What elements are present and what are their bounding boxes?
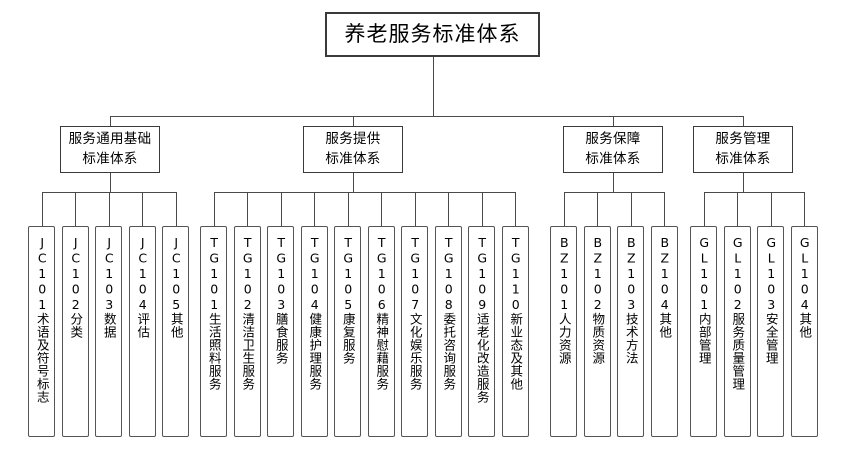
leaf-node-label: GL104其他 — [797, 235, 813, 339]
leaf-node-label: TG106精神慰藉服务 — [374, 235, 390, 391]
leaf-node-label: TG104健康护理服务 — [307, 235, 323, 391]
leaf-node-gl104[interactable]: GL104其他 — [790, 226, 818, 437]
leaf-node-gl101[interactable]: GL101内部管理 — [690, 226, 717, 437]
leaf-node-label: JC105其他 — [168, 235, 184, 339]
leaf-stem-bz102 — [597, 192, 598, 226]
leaf-node-tg106[interactable]: TG106精神慰藉服务 — [367, 226, 395, 437]
leaf-stem-tg107 — [414, 192, 416, 226]
leaf-node-label: GL103安全管理 — [763, 235, 779, 365]
branch-node-tg[interactable]: 服务提供标准体系 — [303, 126, 403, 173]
leaf-node-label: JC101术语及符号标志 — [34, 235, 50, 404]
leaf-stem-jc104 — [142, 192, 143, 226]
leaf-stem-tg103 — [280, 192, 282, 226]
leaf-stem-tg104 — [314, 192, 315, 226]
branch-node-label-line1: 服务提供 — [325, 130, 381, 147]
leaf-stem-tg108 — [448, 192, 449, 226]
level2-stem-jc — [110, 116, 111, 126]
branch-node-bz[interactable]: 服务保障标准体系 — [563, 126, 663, 173]
leaf-node-tg109[interactable]: TG109适老化改造服务 — [468, 226, 495, 437]
leaf-stem-tg101 — [213, 192, 215, 226]
level2-stem-gl — [743, 116, 744, 126]
branch-stem-gl — [743, 173, 744, 192]
leaf-node-label: BZ101人力资源 — [556, 235, 572, 365]
branch-stem-tg — [353, 173, 354, 192]
leaf-stem-gl104 — [804, 192, 805, 226]
leaf-stem-gl102 — [737, 192, 738, 226]
leaf-node-label: JC103数据 — [101, 235, 117, 339]
branch-stem-jc — [110, 173, 111, 192]
leaf-node-label: TG105康复服务 — [340, 235, 356, 365]
leaf-node-gl102[interactable]: GL102服务质量管理 — [723, 226, 751, 437]
leaf-bus-jc — [41, 192, 176, 193]
leaf-node-label: TG107文化娱乐服务 — [407, 235, 423, 391]
leaf-node-bz103[interactable]: BZ103技术方法 — [617, 226, 644, 437]
leaf-node-label: TG101生活照料服务 — [206, 235, 222, 391]
leaf-node-label: TG108委托咨询服务 — [441, 235, 457, 391]
leaf-node-tg110[interactable]: TG110新业态及其他 — [501, 226, 529, 437]
leaf-stem-tg105 — [347, 192, 349, 226]
leaf-node-tg101[interactable]: TG101生活照料服务 — [200, 226, 227, 437]
leaf-stem-tg102 — [247, 192, 248, 226]
branch-node-label-line2: 标准体系 — [82, 150, 138, 167]
leaf-node-label: BZ103技术方法 — [623, 235, 639, 365]
branch-node-label-line1: 服务管理 — [715, 130, 771, 147]
leaf-node-label: TG109适老化改造服务 — [474, 235, 490, 404]
leaf-stem-bz104 — [664, 192, 665, 226]
leaf-node-tg108[interactable]: TG108委托咨询服务 — [434, 226, 462, 437]
level2-bus — [110, 116, 743, 117]
leaf-node-jc102[interactable]: JC102分类 — [61, 226, 89, 437]
branch-node-jc[interactable]: 服务通用基础标准体系 — [60, 126, 160, 173]
leaf-stem-tg109 — [481, 192, 483, 226]
leaf-node-label: BZ102物质资源 — [590, 235, 606, 365]
branch-node-label-line1: 服务通用基础 — [68, 130, 152, 147]
root-node-label: 养老服务标准体系 — [344, 21, 521, 46]
leaf-stem-gl101 — [703, 192, 705, 226]
root-node: 养老服务标准体系 — [325, 12, 540, 57]
branch-stem-bz — [613, 173, 614, 192]
leaf-node-label: GL102服务质量管理 — [730, 235, 746, 391]
leaf-stem-tg106 — [381, 192, 382, 226]
leaf-node-bz104[interactable]: BZ104其他 — [650, 226, 678, 437]
leaf-stem-jc101 — [41, 192, 43, 226]
leaf-node-jc103[interactable]: JC103数据 — [95, 226, 122, 437]
leaf-bus-gl — [703, 192, 804, 193]
leaf-node-label: TG102清洁卫生服务 — [240, 235, 256, 391]
leaf-node-jc104[interactable]: JC104评估 — [128, 226, 156, 437]
leaf-node-tg103[interactable]: TG103膳食服务 — [267, 226, 294, 437]
leaf-node-tg105[interactable]: TG105康复服务 — [334, 226, 361, 437]
leaf-stem-bz101 — [563, 192, 565, 226]
leaf-bus-bz — [563, 192, 664, 193]
leaf-node-jc101[interactable]: JC101术语及符号标志 — [28, 226, 55, 437]
branch-node-label-line2: 标准体系 — [715, 150, 771, 167]
leaf-node-jc105[interactable]: JC105其他 — [162, 226, 189, 437]
leaf-node-label: JC104评估 — [135, 235, 151, 339]
branch-node-label-line2: 标准体系 — [585, 150, 641, 167]
level2-stem-bz — [613, 116, 614, 126]
branch-node-gl[interactable]: 服务管理标准体系 — [693, 126, 793, 173]
leaf-node-label: BZ104其他 — [657, 235, 673, 339]
leaf-stem-gl103 — [770, 192, 772, 226]
branch-node-label-line1: 服务保障 — [585, 130, 641, 147]
root-stem — [432, 57, 434, 116]
leaf-stem-jc105 — [175, 192, 177, 226]
leaf-node-tg107[interactable]: TG107文化娱乐服务 — [401, 226, 428, 437]
leaf-stem-jc103 — [108, 192, 110, 226]
leaf-node-label: JC102分类 — [68, 235, 84, 339]
leaf-stem-tg110 — [515, 192, 516, 226]
leaf-stem-bz103 — [630, 192, 632, 226]
leaf-node-bz101[interactable]: BZ101人力资源 — [550, 226, 577, 437]
leaf-node-gl103[interactable]: GL103安全管理 — [757, 226, 784, 437]
branch-node-label-line2: 标准体系 — [325, 150, 381, 167]
leaf-node-label: TG110新业态及其他 — [508, 235, 524, 391]
leaf-node-label: TG103膳食服务 — [273, 235, 289, 365]
level2-stem-tg — [353, 116, 354, 126]
leaf-bus-tg — [213, 192, 515, 193]
leaf-node-tg104[interactable]: TG104健康护理服务 — [300, 226, 328, 437]
leaf-node-bz102[interactable]: BZ102物质资源 — [583, 226, 611, 437]
leaf-node-tg102[interactable]: TG102清洁卫生服务 — [233, 226, 261, 437]
leaf-stem-jc102 — [75, 192, 76, 226]
leaf-node-label: GL101内部管理 — [696, 235, 712, 365]
